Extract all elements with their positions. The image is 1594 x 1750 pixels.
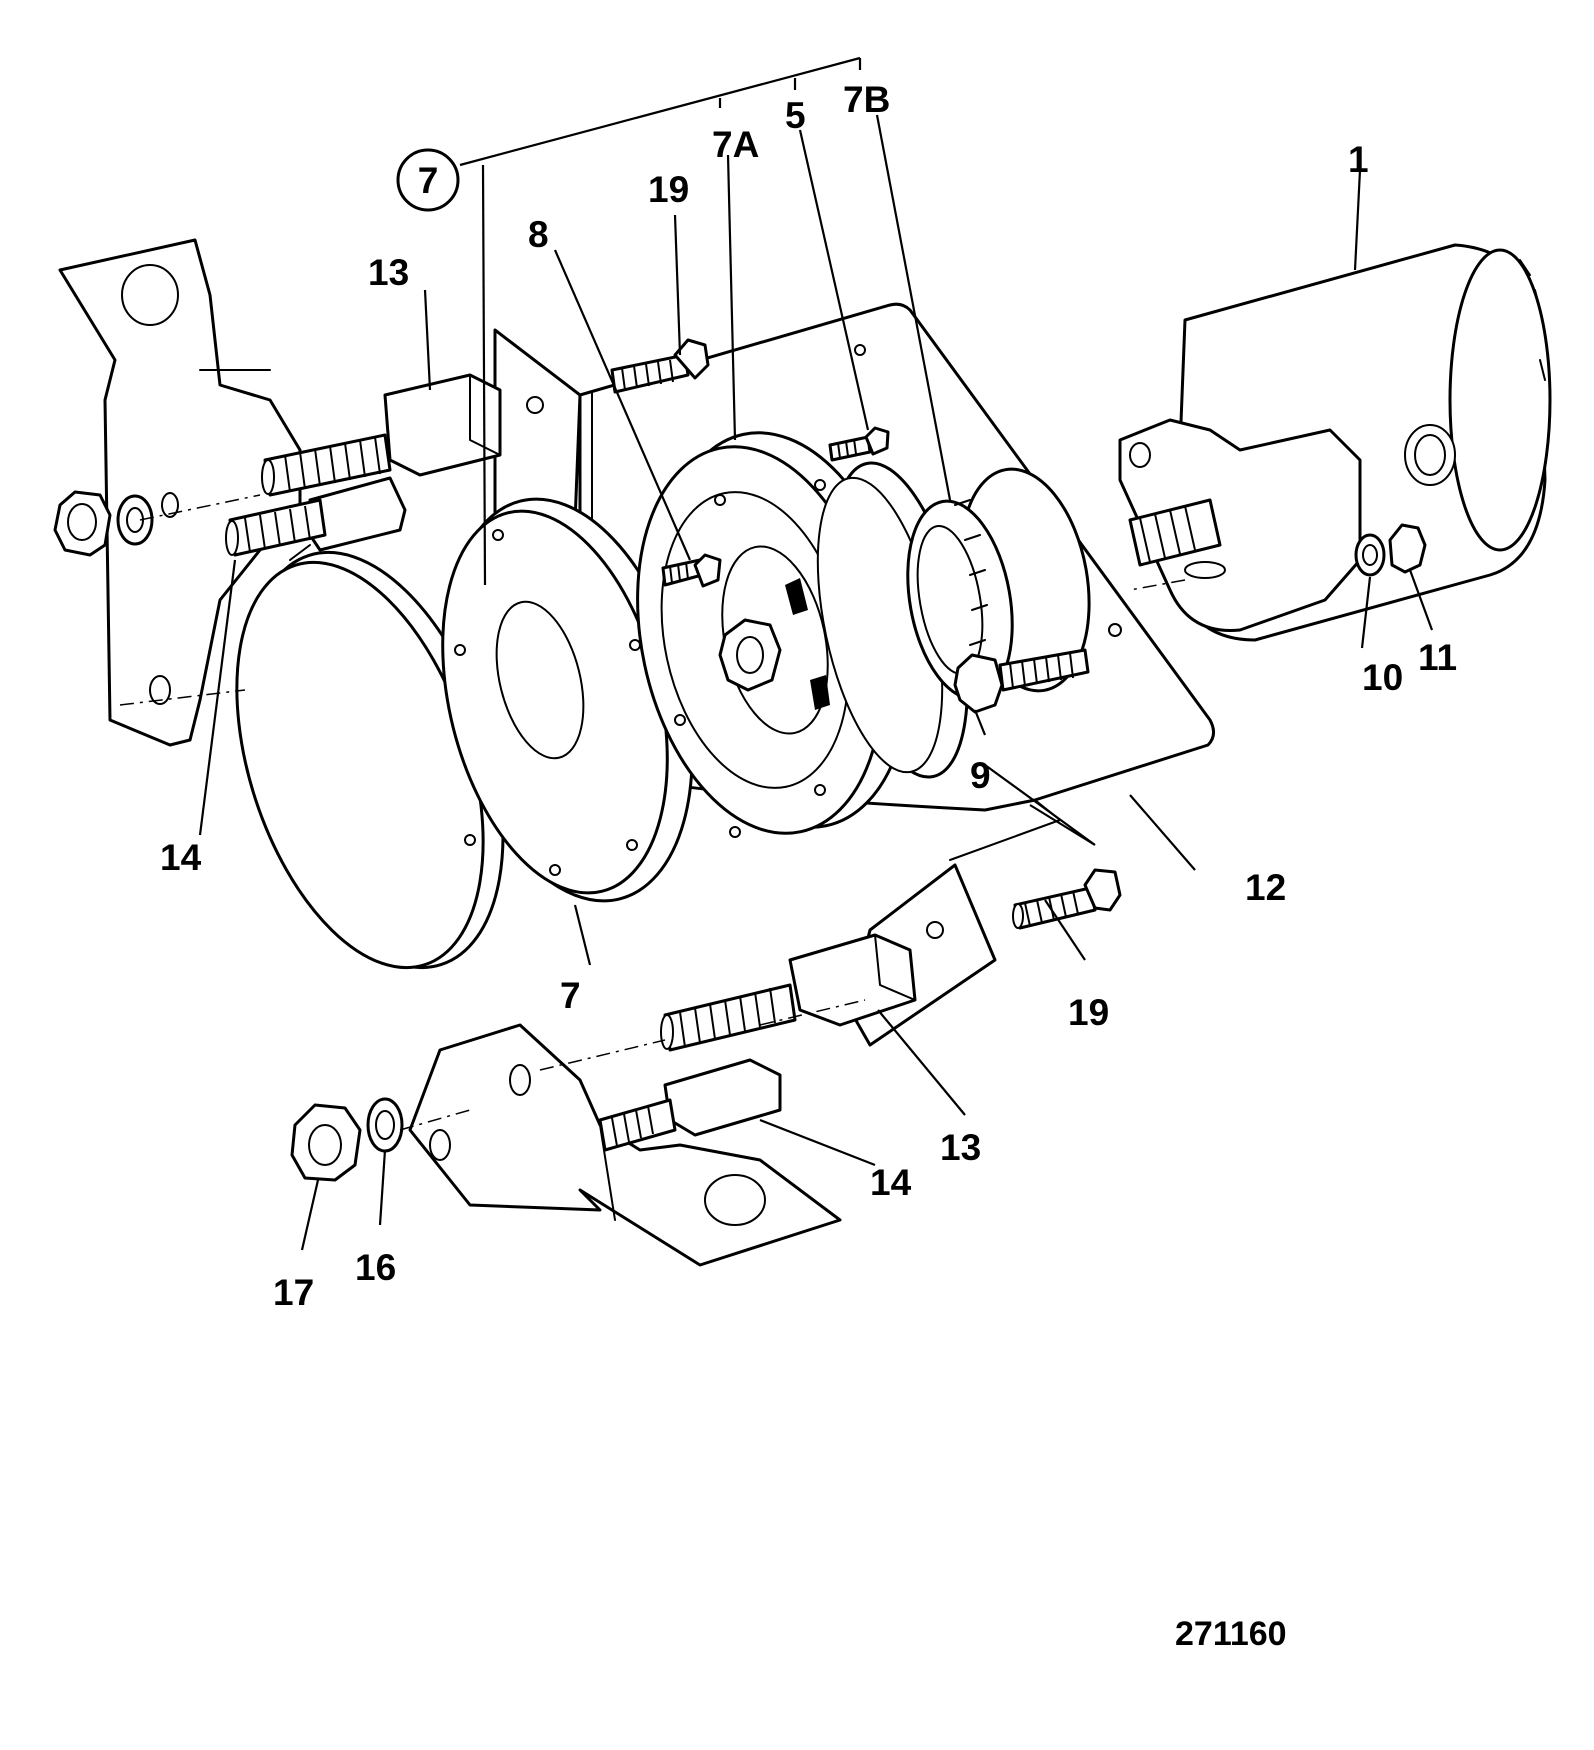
label-16: 16 — [355, 1247, 396, 1288]
label-14-upper: 14 — [160, 837, 202, 878]
callout-circle-7: 7 — [396, 148, 460, 212]
label-14-lower: 14 — [870, 1162, 912, 1203]
spacer-stud-lower-14 — [598, 1058, 782, 1152]
coupling-flange — [441, 497, 694, 903]
callout-circle-7-label: 7 — [418, 160, 439, 201]
bolt-9 — [953, 648, 1090, 714]
label-10: 10 — [1362, 657, 1403, 698]
spacer-stud-lower-left — [225, 476, 407, 557]
label-19-upper: 19 — [648, 169, 689, 210]
label-5: 5 — [785, 95, 806, 136]
label-12: 12 — [1245, 867, 1286, 908]
label-9: 9 — [970, 755, 991, 796]
label-19-lower: 19 — [1068, 992, 1109, 1033]
spacer-stud-lower-13 — [660, 933, 917, 1052]
centre-lines — [119, 494, 1186, 1131]
leader-lines — [198, 56, 1434, 1251]
washer-nut-pump — [1354, 523, 1427, 577]
left-mounting-foot — [58, 238, 302, 747]
bolt-19-upper — [610, 338, 710, 394]
label-7b: 7B — [843, 79, 890, 120]
screw-8 — [661, 553, 722, 588]
label-13-upper: 13 — [368, 252, 409, 293]
spacer-stud-upper — [261, 373, 502, 497]
screw-5 — [828, 426, 890, 462]
bolt-19-lower — [1012, 868, 1122, 930]
spline-gear — [906, 467, 1091, 701]
part-labels: 1 5 7A 7B 7 8 9 10 11 12 13 13 14 14 16 … — [160, 79, 1457, 1313]
label-8: 8 — [528, 214, 549, 255]
label-11: 11 — [1418, 637, 1457, 678]
hydraulic-pump — [1118, 243, 1552, 642]
label-1: 1 — [1348, 139, 1369, 180]
nut-washer-lower — [290, 1097, 404, 1182]
label-7: 7 — [560, 975, 581, 1016]
label-13-lower: 13 — [940, 1127, 981, 1168]
drawing-reference-number: 271160 — [1175, 1615, 1287, 1653]
label-17: 17 — [273, 1272, 314, 1313]
cover-disc — [235, 544, 505, 970]
label-7a: 7A — [712, 124, 759, 165]
